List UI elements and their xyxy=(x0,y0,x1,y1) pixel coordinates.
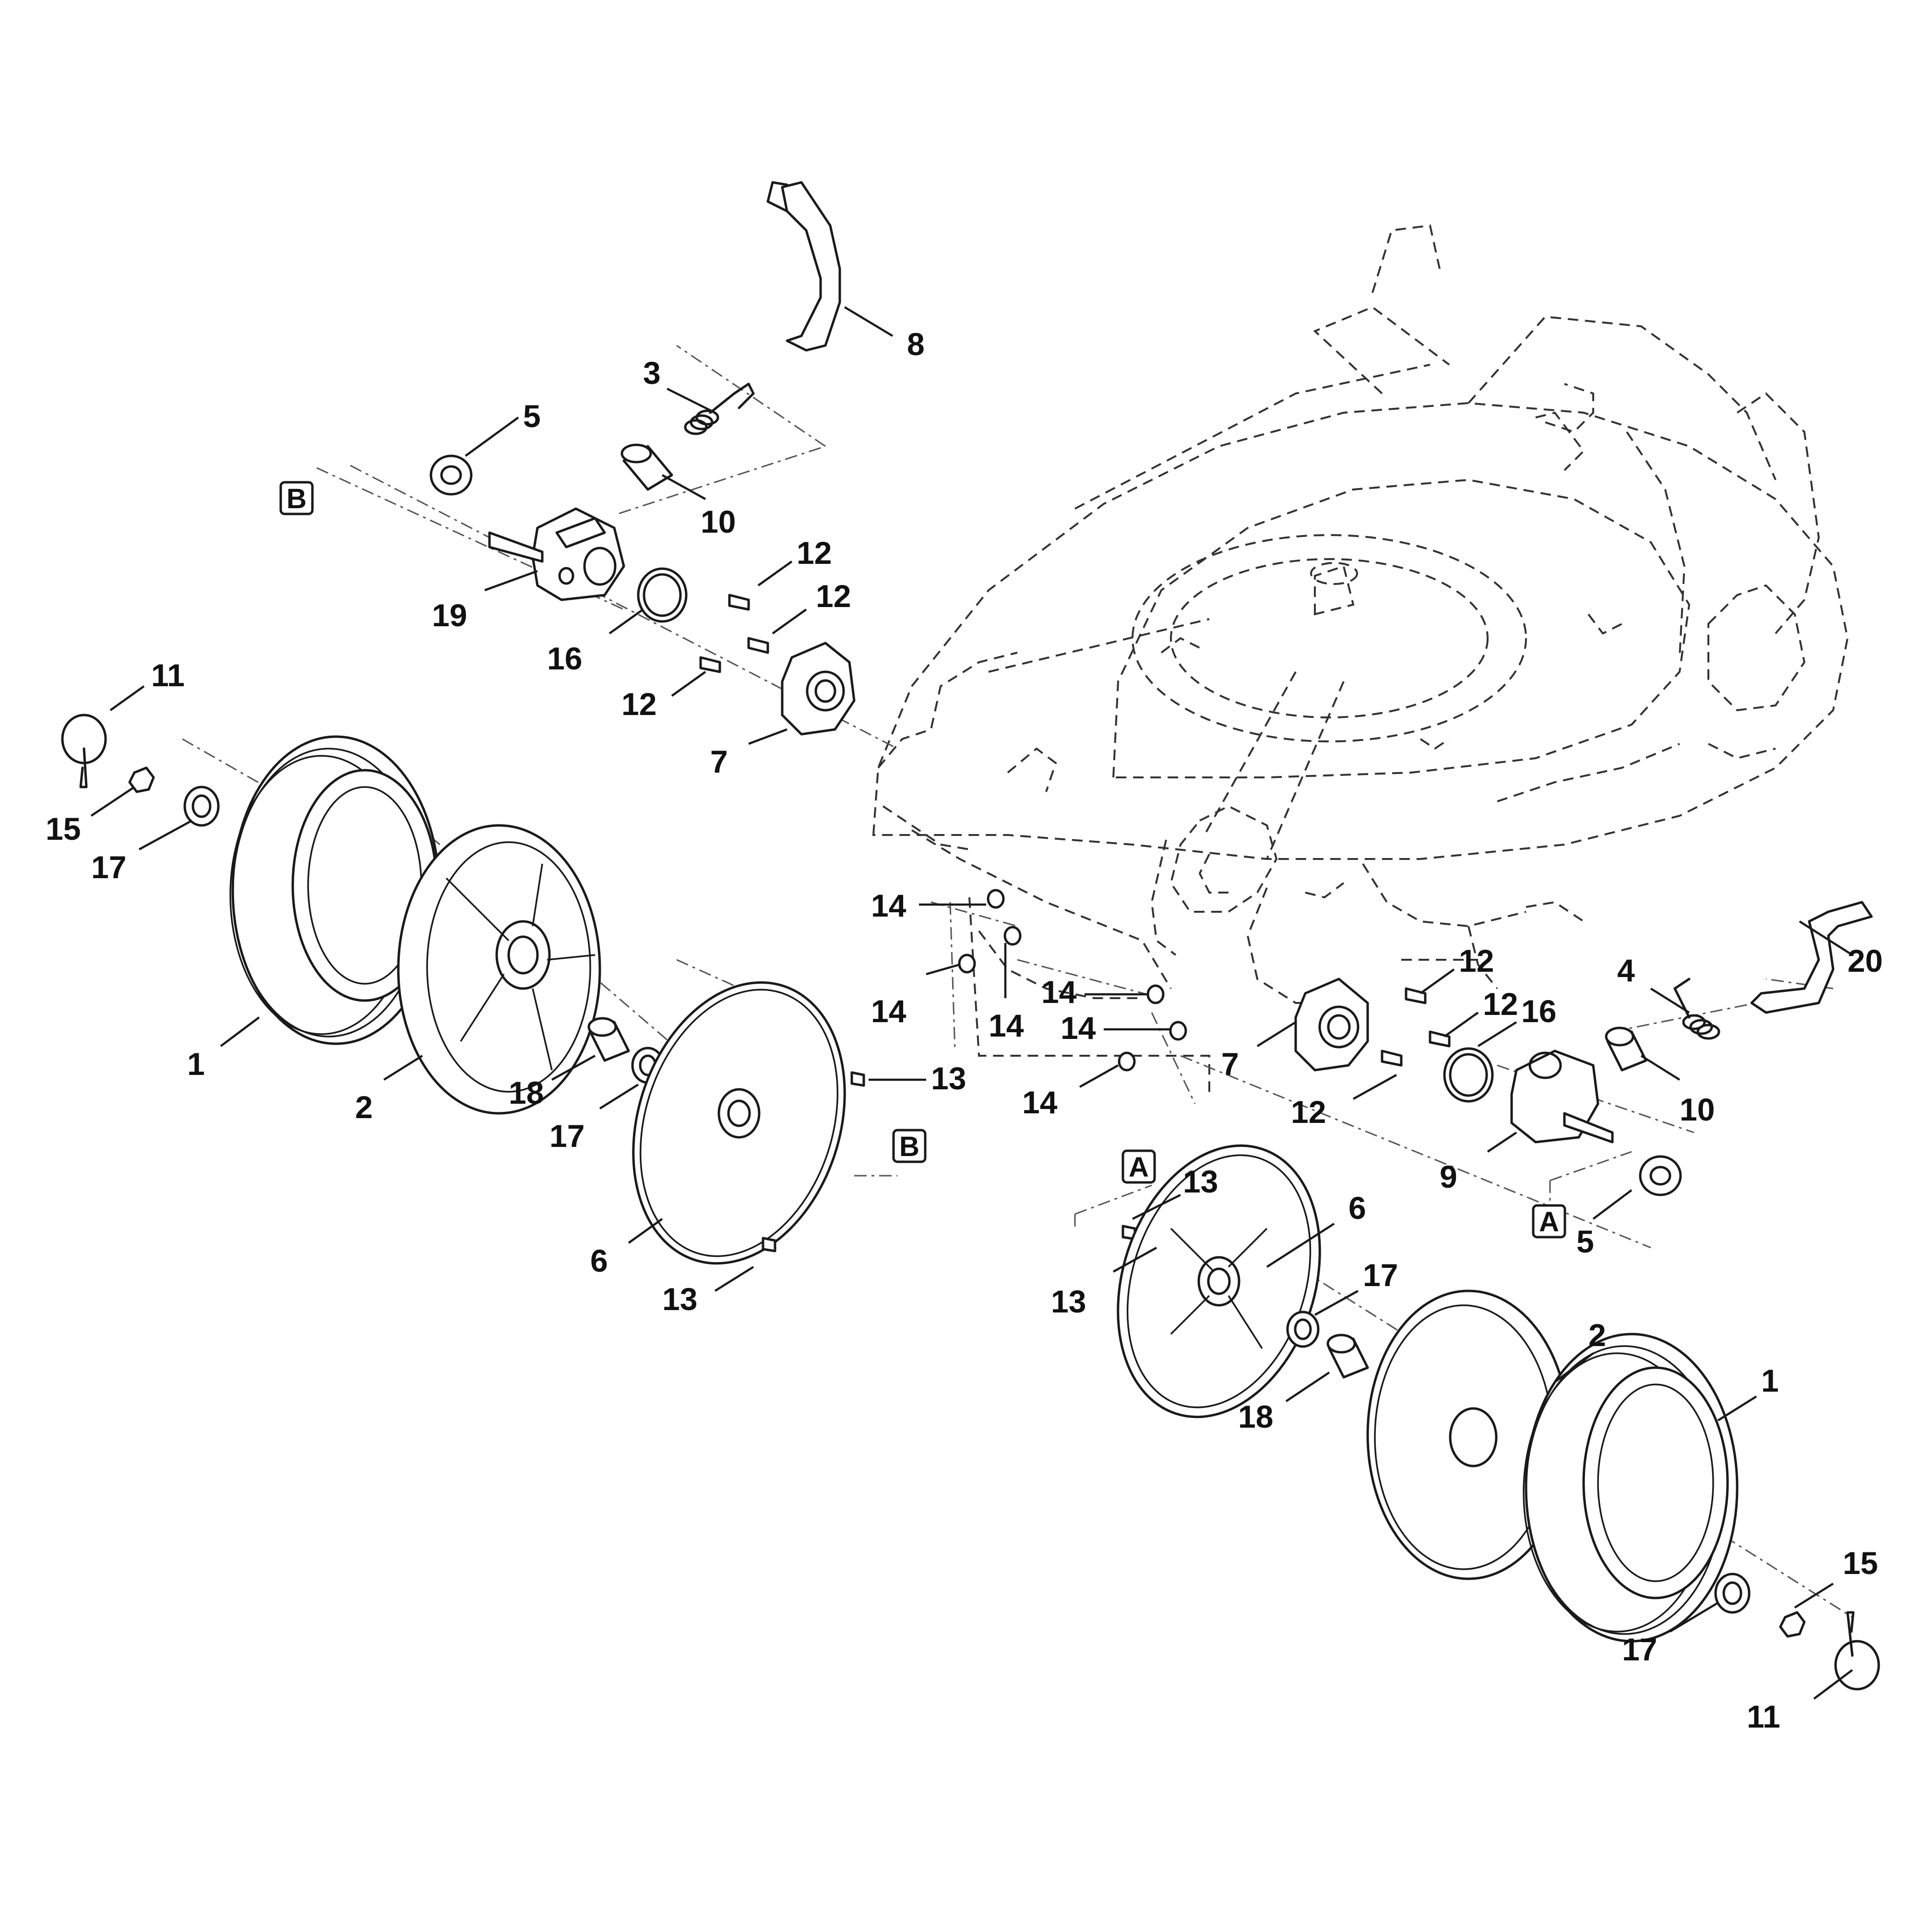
callout-9: 9 xyxy=(1440,1159,1457,1194)
nut-15-right xyxy=(1779,1611,1806,1638)
screws-12-left xyxy=(699,594,769,673)
callout-12: 12 xyxy=(1459,943,1494,978)
callout-17: 17 xyxy=(1622,1632,1657,1667)
nuts-14 xyxy=(958,889,1187,1072)
callout-12: 12 xyxy=(816,578,851,614)
axle-bracket-19 xyxy=(488,507,625,601)
ref-box-a-top: A xyxy=(1121,1149,1156,1184)
tire-1-right xyxy=(1523,1333,1739,1643)
callout-1: 1 xyxy=(1761,1363,1779,1398)
nut-5-right xyxy=(1639,1155,1682,1196)
spacer-sleeve-10-left xyxy=(620,443,673,491)
callout-6: 6 xyxy=(590,1243,608,1278)
bearing-17-left xyxy=(183,786,220,827)
spacer-18-right xyxy=(1326,1334,1369,1379)
callout-5: 5 xyxy=(523,398,541,434)
ref-label: B xyxy=(286,483,307,514)
callout-7: 7 xyxy=(1221,1046,1239,1082)
callout-19: 19 xyxy=(432,597,467,633)
bearing-plate-7-left xyxy=(781,642,856,736)
callout-18: 18 xyxy=(1238,1399,1273,1434)
callout-10: 10 xyxy=(1680,1092,1715,1127)
callout-7: 7 xyxy=(710,744,728,779)
wheel-rim-2-right xyxy=(1366,1289,1571,1580)
callout-14: 14 xyxy=(989,1008,1024,1043)
callout-16: 16 xyxy=(1521,993,1556,1029)
ref-label: B xyxy=(899,1131,919,1162)
wheel-cover-6-left xyxy=(632,981,846,1265)
screws-12-right xyxy=(1381,987,1451,1067)
nut-15-left xyxy=(128,766,155,793)
washer-16-right xyxy=(1443,1047,1494,1103)
callout-17: 17 xyxy=(549,1118,584,1154)
callout-11: 11 xyxy=(1747,1699,1780,1734)
axle-bracket-9 xyxy=(1510,1049,1614,1144)
callout-5: 5 xyxy=(1576,1224,1594,1259)
callout-17: 17 xyxy=(91,849,126,885)
callout-15: 15 xyxy=(1843,1545,1878,1581)
callout-13: 13 xyxy=(1183,1164,1218,1199)
handle-lever-20 xyxy=(1750,901,1873,1014)
callout-1: 1 xyxy=(187,1046,205,1082)
spacer-18-left xyxy=(587,1017,630,1062)
hub-cap-11-right xyxy=(1834,1611,1880,1691)
callout-4: 4 xyxy=(1617,953,1635,988)
spacer-sleeve-10-right xyxy=(1605,1026,1647,1072)
callout-2: 2 xyxy=(355,1089,373,1125)
callout-16: 16 xyxy=(547,641,582,676)
mower-deck-housing xyxy=(872,224,1849,1094)
callout-2: 2 xyxy=(1588,1317,1606,1353)
hub-cap-11-left xyxy=(61,714,107,788)
callout-12: 12 xyxy=(797,535,832,571)
torsion-spring-4 xyxy=(1673,978,1720,1040)
ref-box-b-top: B xyxy=(279,481,314,515)
callout-3: 3 xyxy=(643,355,661,391)
nut-5-left xyxy=(429,454,473,496)
callout-12: 12 xyxy=(1291,1094,1326,1130)
callout-15: 15 xyxy=(46,811,81,847)
callout-11: 11 xyxy=(151,657,185,693)
callout-6: 6 xyxy=(1348,1190,1366,1226)
bearing-plate-7-right xyxy=(1294,978,1369,1072)
ref-label: A xyxy=(1539,1206,1559,1238)
ref-box-a-bottom: A xyxy=(1532,1204,1566,1239)
callout-12: 12 xyxy=(621,686,656,722)
screws-13-left xyxy=(762,1071,865,1252)
torsion-spring-3 xyxy=(684,382,755,435)
callout-14: 14 xyxy=(1041,974,1077,1010)
callout-14: 14 xyxy=(1022,1085,1058,1120)
callout-13: 13 xyxy=(1051,1284,1086,1319)
callout-14: 14 xyxy=(871,993,906,1029)
bearing-17-right xyxy=(1714,1573,1751,1614)
wheel-rim-2-left xyxy=(397,824,601,1115)
leader-lines xyxy=(90,306,1853,1700)
wheel-cover-6-right xyxy=(1117,1144,1321,1419)
callout-10: 10 xyxy=(701,504,736,539)
callout-17: 17 xyxy=(1363,1257,1398,1293)
ref-label: A xyxy=(1129,1152,1149,1183)
bearing-17-right-inner xyxy=(1286,1311,1320,1348)
callout-8: 8 xyxy=(907,326,925,362)
handle-lever-left xyxy=(766,181,841,352)
callout-14: 14 xyxy=(1061,1010,1096,1046)
washer-16-left xyxy=(637,567,688,623)
callout-12: 12 xyxy=(1483,986,1518,1022)
callout-18: 18 xyxy=(509,1075,544,1110)
callout-13: 13 xyxy=(931,1061,966,1096)
callout-14: 14 xyxy=(871,888,906,923)
callout-20: 20 xyxy=(1848,943,1883,978)
callout-13: 13 xyxy=(662,1281,697,1317)
ref-box-b-bottom: B xyxy=(892,1129,927,1163)
callout-labels: 8 3 5 10 19 16 12 12 12 7 11 15 17 1 2 1… xyxy=(46,326,1883,1734)
